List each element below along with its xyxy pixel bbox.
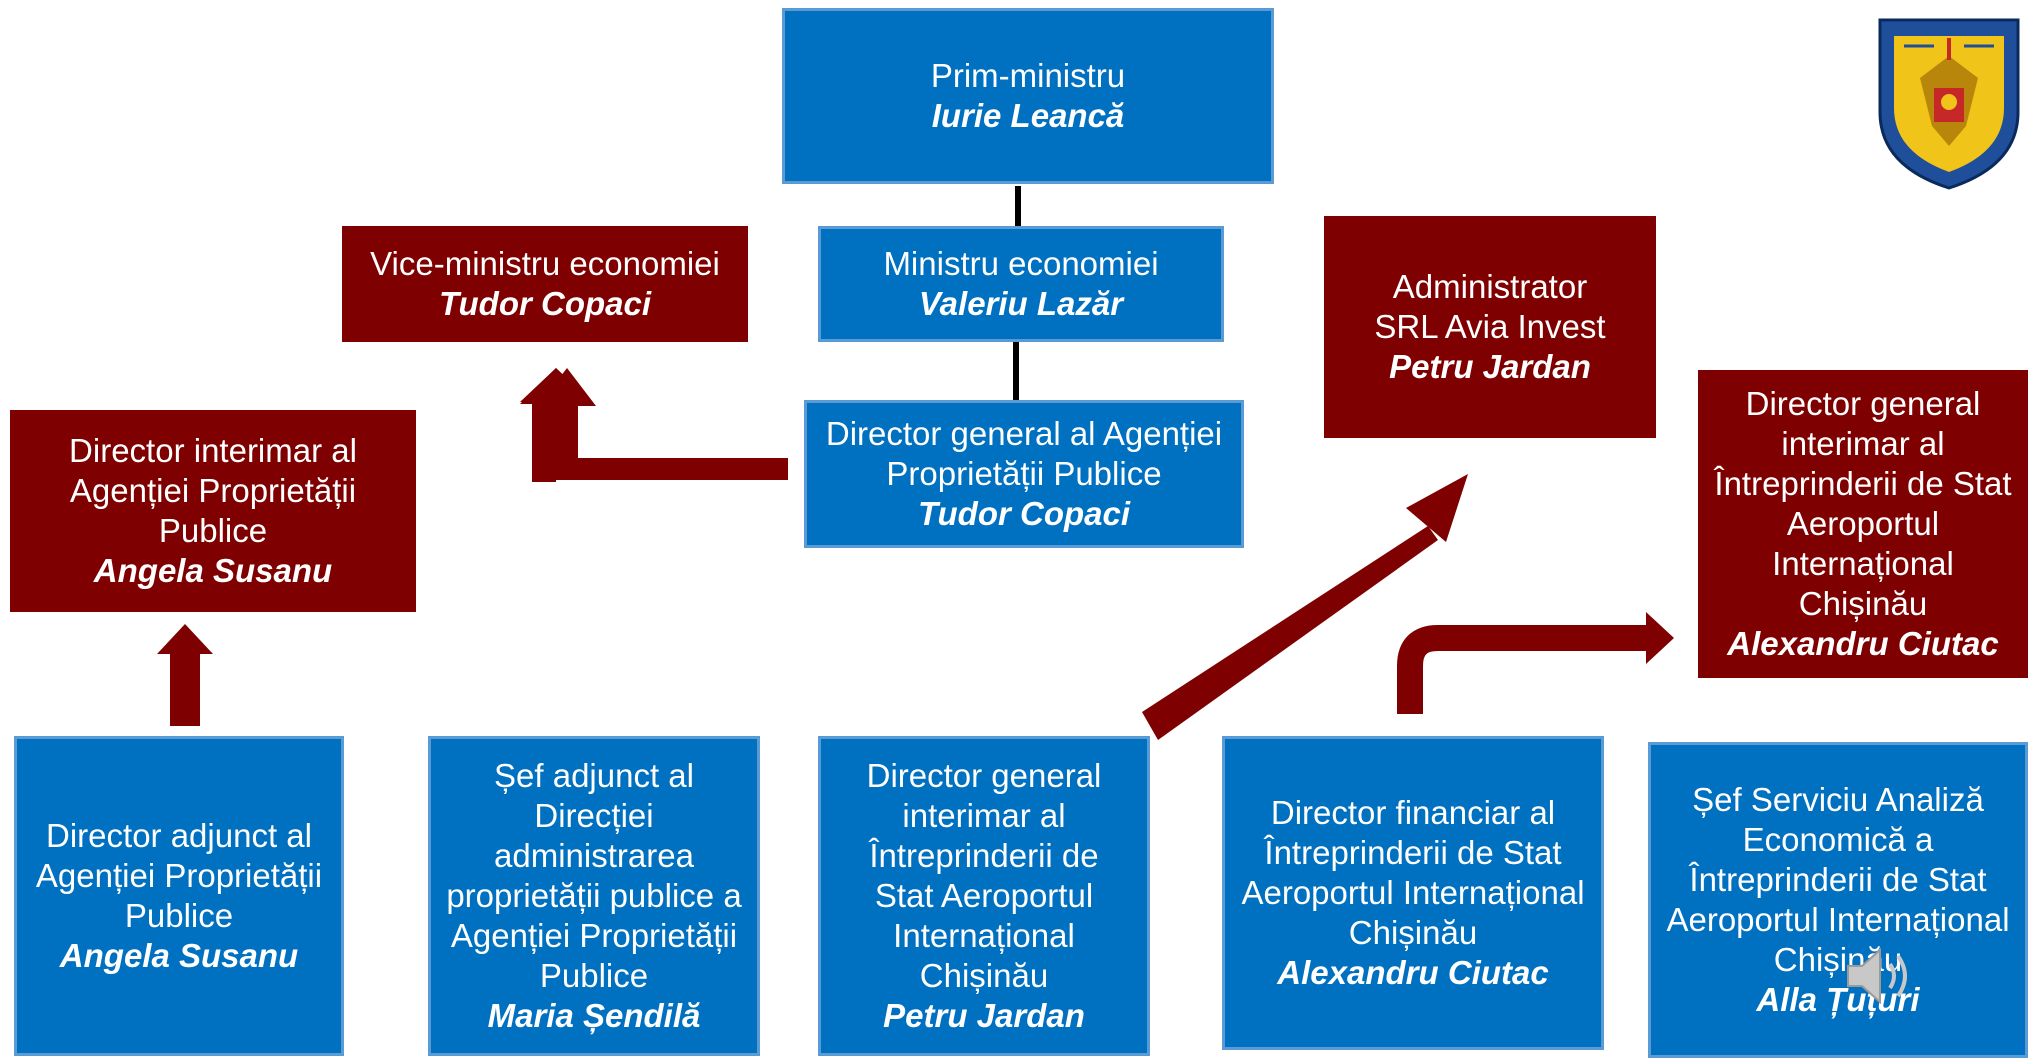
box-role: Șef adjunct al Direcției administrarea p… [446, 757, 742, 994]
box-airport-interim-dg-blue: Director general interimar al Întreprind… [818, 736, 1150, 1056]
arrow-financial-to-airport-dg-head [1646, 612, 1674, 664]
arrow-app-director-to-vice-minister-stem [556, 404, 578, 480]
box-role: Șef Serviciu Analiză Economică a Întrepr… [1666, 781, 2010, 978]
box-person: Alexandru Ciutac [1277, 954, 1549, 991]
box-person: Iurie Leancă [931, 97, 1125, 134]
box-role: Director general al Agenției Proprietăți… [825, 415, 1223, 492]
box-economy-minister: Ministru economiei Valeriu Lazăr [818, 226, 1224, 342]
box-airport-financial-director: Director financiar al Întreprinderii de … [1222, 736, 1604, 1050]
box-role: Vice-ministru economiei [370, 245, 720, 282]
arrow-airport-dg-to-avia-invest [1142, 526, 1438, 740]
box-role: Administrator SRL Avia Invest [1374, 268, 1606, 345]
box-person: Tudor Copaci [917, 495, 1131, 532]
box-person: Angela Susanu [59, 937, 299, 974]
box-role: Prim-ministru [930, 57, 1126, 94]
box-deputy-head-directorate: Șef adjunct al Direcției administrarea p… [428, 736, 760, 1056]
box-app-interim-director: Director interimar al Agenției Proprietă… [10, 410, 416, 612]
box-person: Valeriu Lazăr [918, 285, 1124, 322]
box-person: Alexandru Ciutac [1727, 625, 1999, 662]
arrow-financial-to-airport-dg [1397, 625, 1648, 714]
box-avia-invest-admin: Administrator SRL Avia Invest Petru Jard… [1324, 216, 1656, 438]
box-role: Director financiar al Întreprinderii de … [1241, 794, 1585, 951]
box-role: Director general interimar al Întreprind… [1714, 385, 2012, 622]
box-person: Maria Șendilă [487, 997, 701, 1034]
box-role: Director interimar al Agenției Proprietă… [69, 432, 357, 549]
coat-of-arms-icon [1878, 18, 2020, 190]
arrow-deputy-to-interim-head [157, 624, 213, 654]
speaker-icon[interactable] [1840, 938, 1916, 1014]
box-role: Director general interimar al Întreprind… [866, 757, 1102, 994]
box-airport-interim-dg-red: Director general interimar al Întreprind… [1698, 370, 2028, 678]
box-person: Petru Jardan [1389, 348, 1591, 385]
arrow-airport-dg-to-avia-invest-head [1406, 474, 1468, 542]
box-role: Ministru economiei [883, 245, 1159, 282]
box-person: Petru Jardan [883, 997, 1085, 1034]
box-prime-minister: Prim-ministru Iurie Leancă [782, 8, 1274, 184]
box-airport-economic-analysis-head: Șef Serviciu Analiză Economică a Întrepr… [1648, 742, 2028, 1058]
arrow-app-director-to-vice-minister-body [556, 458, 788, 480]
box-person: Tudor Copaci [438, 285, 652, 322]
box-app-deputy-director: Director adjunct al Agenției Proprietăți… [14, 736, 344, 1056]
box-role: Director adjunct al Agenției Proprietăți… [35, 817, 323, 934]
arrow-deputy-to-interim-stem [170, 652, 200, 726]
box-app-director-general: Director general al Agenției Proprietăți… [804, 400, 1244, 548]
box-vice-minister: Vice-ministru economiei Tudor Copaci [342, 226, 748, 342]
box-person: Angela Susanu [93, 552, 333, 589]
arrow-app-director-to-vice-minister-head [538, 368, 596, 406]
